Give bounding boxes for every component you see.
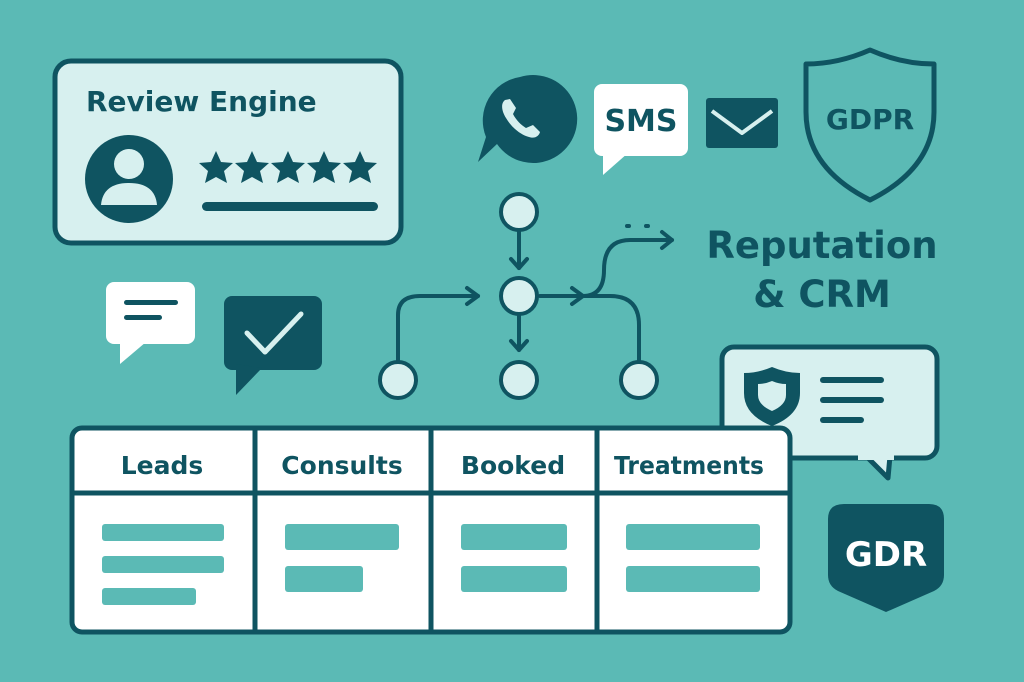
- booked-card: [461, 566, 567, 592]
- lead-card: [102, 556, 224, 573]
- review-text-line: [202, 202, 378, 211]
- sms-label: SMS: [604, 104, 677, 139]
- consult-card: [285, 524, 399, 550]
- envelope-icon: [706, 98, 778, 148]
- pipeline-board: Leads Consults Booked Treatments: [69, 425, 793, 635]
- gdr-label: GDR: [845, 535, 927, 575]
- gdpr-shield: GDPR: [803, 47, 937, 203]
- headline: Reputation & CRM: [706, 224, 937, 316]
- lead-card: [102, 588, 196, 605]
- column-header-leads: Leads: [121, 451, 204, 480]
- sms-bubble: SMS: [594, 84, 688, 175]
- column-header-treatments: Treatments: [614, 451, 764, 480]
- chat-bubble-icon: [106, 282, 195, 364]
- checkmark-bubble-icon: [224, 296, 322, 395]
- review-engine-title: Review Engine: [86, 85, 317, 118]
- treatment-card: [626, 524, 760, 550]
- star-icon: [235, 151, 269, 183]
- column-header-booked: Booked: [461, 451, 565, 480]
- treatment-card: [626, 566, 760, 592]
- headline-line2: & CRM: [753, 273, 891, 316]
- consult-card: [285, 566, 363, 592]
- booked-card: [461, 524, 567, 550]
- star-icon: [307, 151, 341, 183]
- star-icon: [199, 151, 233, 183]
- gdpr-label: GDPR: [826, 103, 914, 136]
- lead-card: [102, 524, 224, 541]
- column-header-consults: Consults: [281, 451, 402, 480]
- star-icon: [343, 151, 377, 183]
- headline-line1: Reputation: [706, 224, 937, 267]
- gdr-badge: GDR: [828, 504, 944, 612]
- review-engine-card: Review Engine: [52, 58, 404, 246]
- user-avatar-icon: [85, 135, 173, 223]
- whatsapp-icon: [478, 74, 578, 163]
- workflow-diagram-icon: [378, 192, 674, 400]
- five-star-rating: [199, 151, 377, 183]
- star-icon: [271, 151, 305, 183]
